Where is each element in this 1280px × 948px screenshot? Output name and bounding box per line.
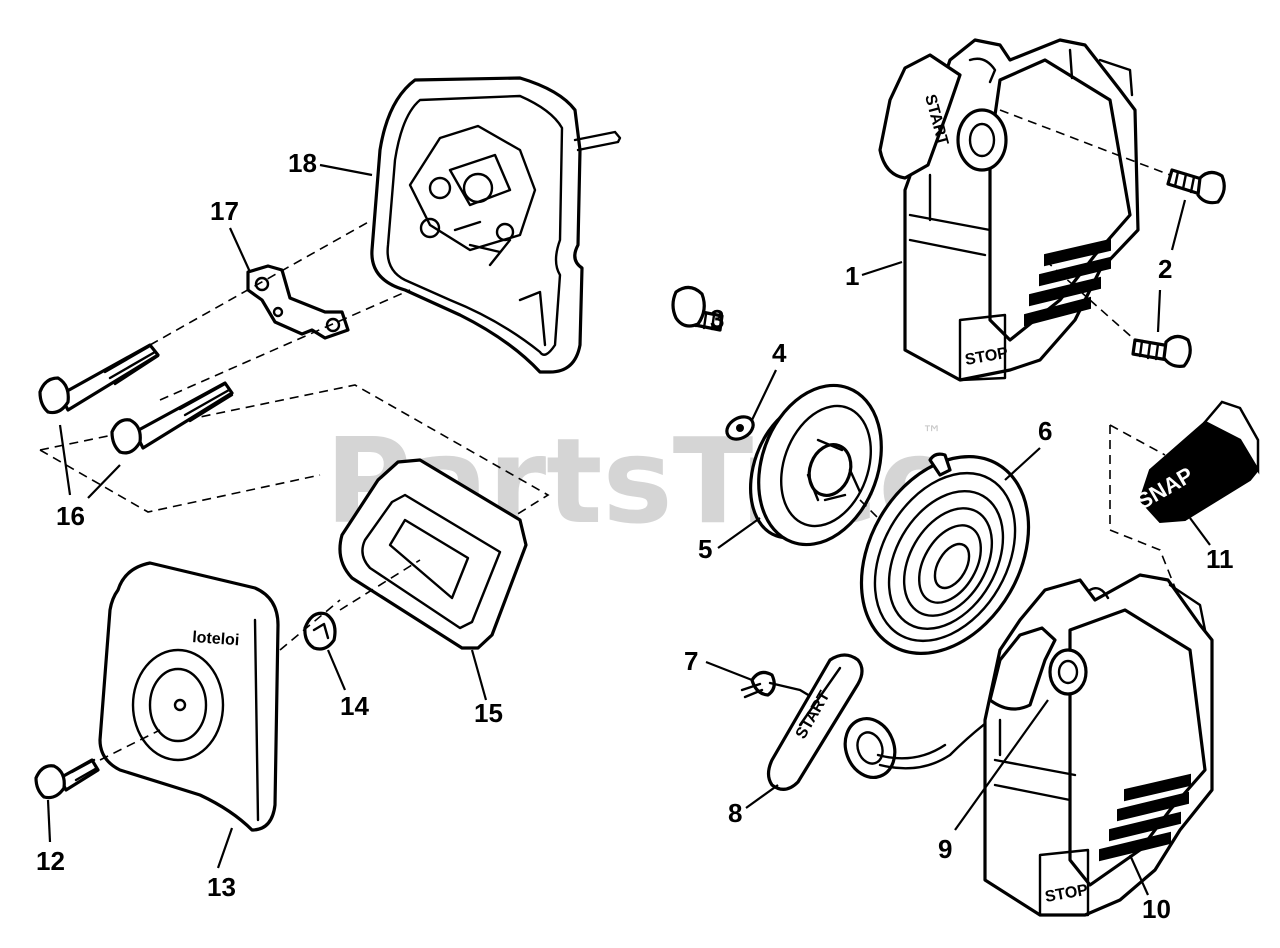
leader-11 (1189, 517, 1211, 546)
leader-10 (1128, 854, 1150, 896)
callout-18: 18 (288, 148, 317, 178)
part-8-handle[interactable]: START (766, 653, 1074, 791)
part-16-bolt-lower[interactable] (110, 381, 234, 455)
leader-18 (319, 163, 373, 177)
callout-14: 14 (340, 691, 369, 721)
callout-15: 15 (474, 698, 503, 728)
callout-6: 6 (1038, 416, 1052, 446)
callout-9: 9 (938, 834, 952, 864)
callout-4: 4 (772, 338, 787, 368)
part-2-screw-upper[interactable] (1166, 168, 1226, 205)
leader-12 (46, 799, 52, 843)
alignment-line (39, 449, 321, 513)
leader-6 (1004, 447, 1041, 481)
part-6-spring[interactable] (828, 427, 1063, 684)
alignment-line (859, 499, 881, 521)
callout-17: 17 (210, 196, 239, 226)
part-14-nut[interactable] (303, 611, 337, 651)
alignment-line (999, 109, 1171, 341)
part-5-pulley[interactable] (733, 368, 903, 562)
alignment-line (149, 219, 373, 346)
leader-7 (705, 660, 753, 682)
part-18-housing[interactable] (370, 76, 622, 374)
callout-16: 16 (56, 501, 85, 531)
leader-5 (717, 517, 761, 549)
part-10-starter-assembly[interactable]: STOP (983, 573, 1214, 917)
callout-11: 11 (1206, 544, 1234, 574)
leader-16 (58, 424, 121, 499)
alignment-line (159, 289, 411, 401)
cover-logo-text: loteloi (192, 629, 240, 649)
leader-9 (954, 699, 1049, 831)
part-12-screw[interactable] (34, 758, 100, 800)
callout-1: 1 (845, 261, 859, 291)
alignment-line (99, 729, 161, 761)
callout-10: 10 (1142, 894, 1171, 924)
leader-4 (751, 369, 777, 421)
leader-8 (745, 784, 779, 809)
leader-1 (861, 260, 903, 277)
part-3-screw[interactable] (671, 285, 724, 332)
leader-15 (470, 649, 488, 701)
callout-13: 13 (207, 872, 236, 902)
callout-12: 12 (36, 846, 65, 876)
part-16-bolt-upper[interactable] (38, 343, 160, 415)
alignment-line (279, 559, 421, 651)
leader-14 (326, 649, 347, 691)
alignment-line (1109, 424, 1181, 601)
part-15-filter[interactable] (338, 458, 528, 650)
leader-17 (228, 227, 252, 273)
callout-5: 5 (698, 534, 712, 564)
callout-7: 7 (684, 646, 698, 676)
part-2-screw-lower[interactable] (1131, 334, 1192, 368)
part-13-cover[interactable]: loteloi (98, 561, 280, 832)
part-17-bracket[interactable] (246, 264, 350, 340)
callout-3: 3 (710, 304, 724, 334)
watermark-trademark: ™ (922, 421, 942, 445)
part-1-starter-housing[interactable]: START STOP (878, 38, 1140, 382)
callout-8: 8 (728, 798, 742, 828)
part-4-washer[interactable] (723, 412, 757, 443)
callout-2: 2 (1158, 254, 1172, 284)
leader-13 (216, 827, 234, 869)
part-11-decal[interactable]: SNAP (1132, 400, 1260, 524)
leader-2 (1156, 199, 1187, 333)
